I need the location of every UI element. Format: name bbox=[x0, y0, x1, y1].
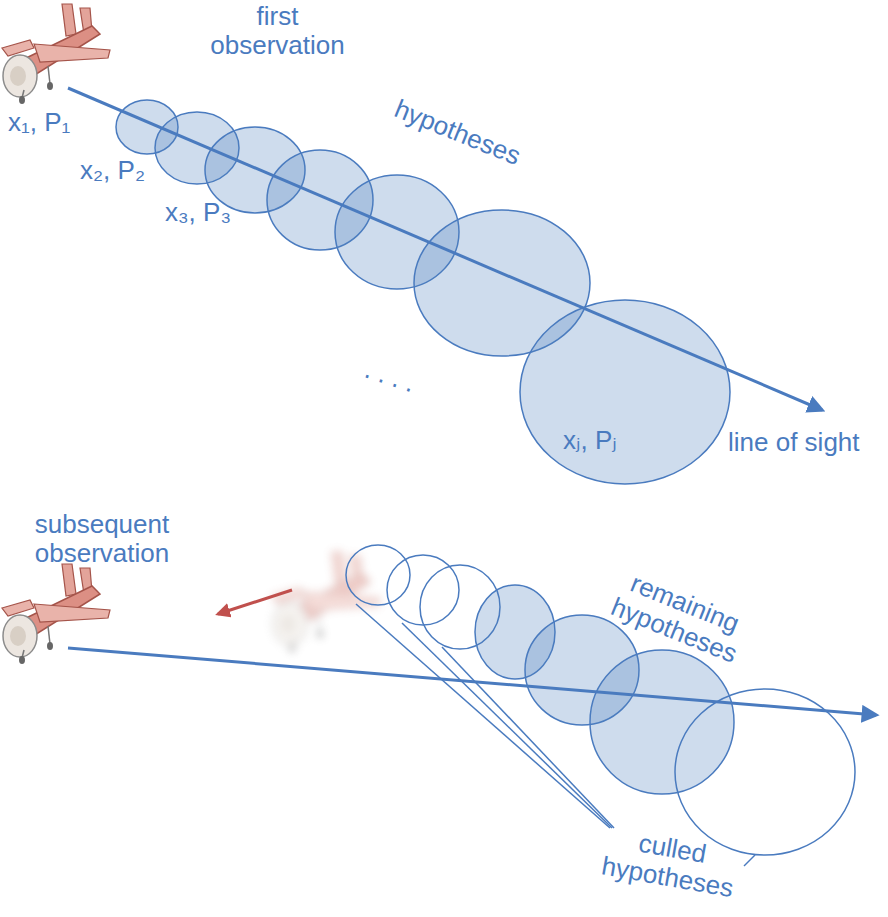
state-label: xⱼ, Pⱼ bbox=[563, 426, 673, 455]
hypothesis-ellipses bbox=[116, 100, 730, 484]
culled-ellipse bbox=[675, 689, 855, 855]
hypotheses-label: hypotheses bbox=[371, 86, 544, 179]
aircraft-icon bbox=[2, 4, 110, 104]
line-of-sight-arrow bbox=[68, 648, 876, 715]
heading-label: first observation bbox=[195, 2, 360, 60]
heading-label: subsequent observation bbox=[2, 510, 202, 568]
group-label: culled hypotheses bbox=[586, 821, 754, 906]
motion-arrow bbox=[218, 590, 292, 614]
state-label: x₃, P₃ bbox=[165, 198, 275, 227]
state-label: x₂, P₂ bbox=[80, 156, 190, 185]
ellipsis-dots: . . . . bbox=[333, 346, 447, 408]
state-label: x₁, P₁ bbox=[8, 108, 118, 137]
axis-label: line of sight bbox=[728, 428, 882, 457]
